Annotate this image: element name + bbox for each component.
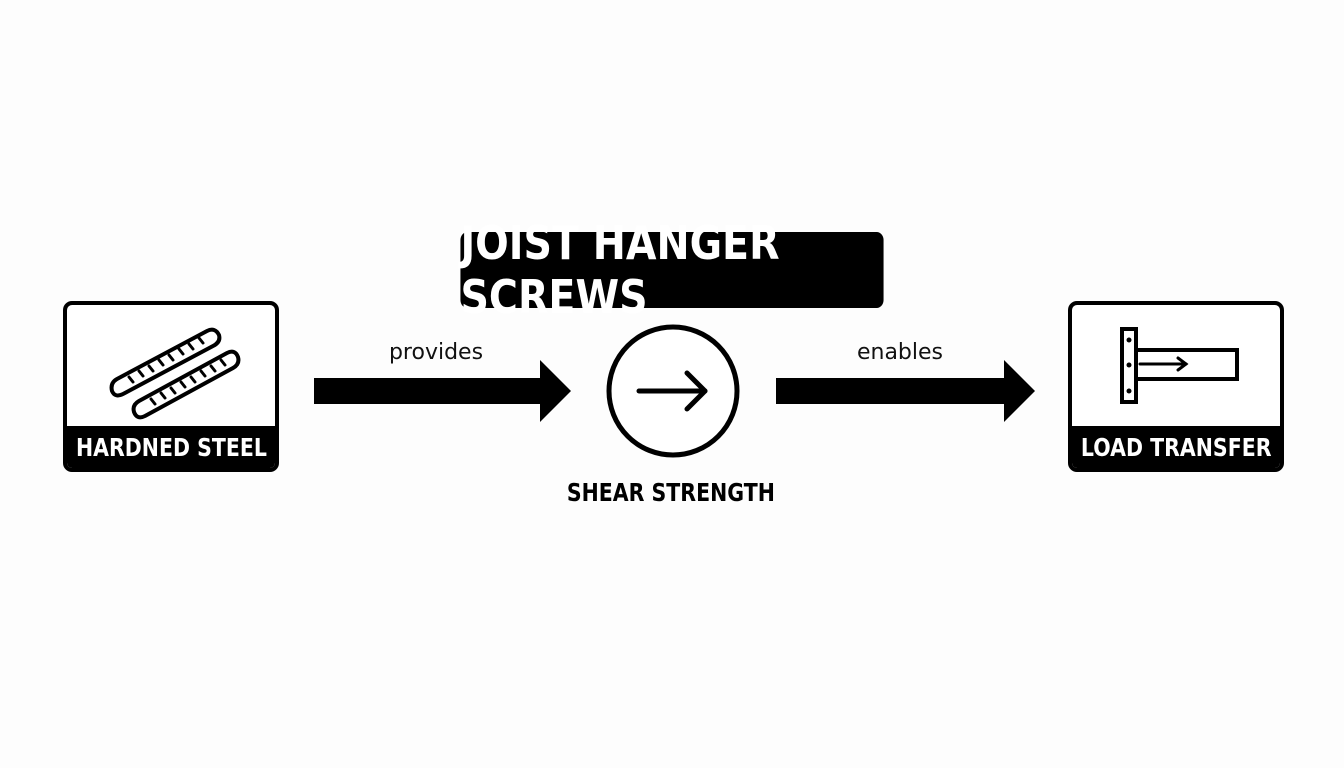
arrow-right-circle-icon xyxy=(606,324,740,458)
load-transfer-icon xyxy=(1072,305,1280,430)
target-node-label: LOAD TRANSFER xyxy=(1072,426,1280,468)
source-node-box: HARDNED STEEL xyxy=(63,301,279,472)
enables-arrow xyxy=(776,360,1035,422)
center-node-label: SHEAR STRENGTH xyxy=(566,478,776,507)
target-node-box: LOAD TRANSFER xyxy=(1068,301,1284,472)
provides-arrow xyxy=(314,360,571,422)
enables-edge-label: enables xyxy=(856,340,944,365)
source-node-label: HARDNED STEEL xyxy=(67,426,275,468)
diagram-title: JOIST HANGER SCREWS xyxy=(460,216,884,324)
provides-edge-label: provides xyxy=(388,340,484,365)
steel-bars-icon xyxy=(67,305,275,430)
